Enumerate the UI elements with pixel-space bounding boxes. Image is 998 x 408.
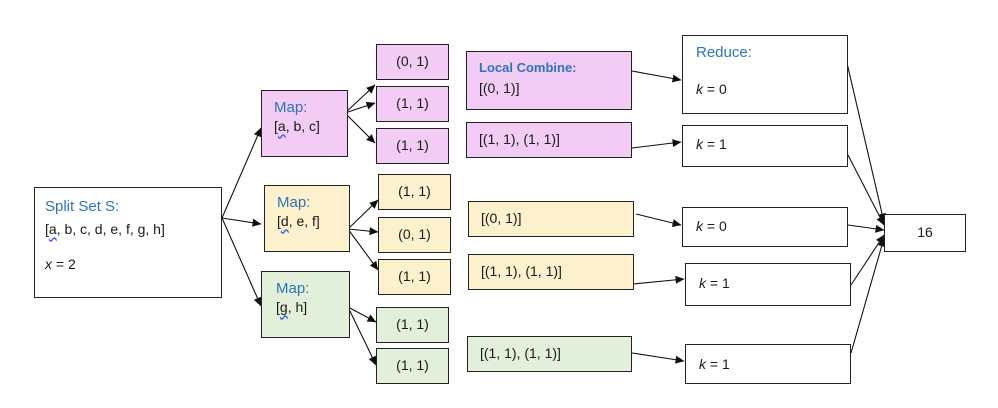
arrow-map3-to-pair8 xyxy=(347,306,377,366)
pair-box: (1, 1) xyxy=(376,348,449,384)
reduce-title: Reduce: xyxy=(696,44,752,61)
pair-box: (1, 1) xyxy=(376,128,449,164)
pair-box: (1, 1) xyxy=(378,259,451,295)
arrow-reduce2-to-result xyxy=(847,154,885,226)
reduce-key-2: k = 1 xyxy=(696,136,727,152)
combine-box-2: [(1, 1), (1, 1)] xyxy=(466,122,632,158)
map-values-1: [a, b, c] xyxy=(274,117,320,134)
map-first-2: d xyxy=(280,212,289,229)
arrow-map2-to-pair5 xyxy=(347,227,379,236)
pair-box: (1, 1) xyxy=(376,307,449,343)
split-first-item: a xyxy=(48,220,57,237)
combine-box-4: [(1, 1), (1, 1)] xyxy=(468,254,634,290)
x-variable: x xyxy=(45,256,52,273)
map-values-3: [g, h] xyxy=(276,298,308,315)
arrow-reduce4-to-result xyxy=(850,234,885,286)
arrow-map2-to-pair6 xyxy=(347,228,379,271)
pair-box: (0, 1) xyxy=(376,44,449,80)
split-open-bracket: [ xyxy=(45,220,49,237)
arrow-combine2-to-reduce2 xyxy=(631,139,682,149)
arrow-split-to-map2 xyxy=(221,217,262,227)
map-rest-2: , e, f] xyxy=(288,212,320,229)
map-title-2: Map: xyxy=(277,194,311,211)
arrow-combine3-to-reduce3 xyxy=(635,213,682,227)
reduce-key-1: k = 0 xyxy=(696,80,727,97)
pair-box: (1, 1) xyxy=(376,86,449,122)
reduce-box-3: k = 0 xyxy=(682,207,848,247)
arrow-combine4-to-reduce4 xyxy=(632,275,685,285)
combine-box-3: [(0, 1)] xyxy=(468,201,634,237)
map-box-3: Map: [g, h] xyxy=(261,271,350,338)
arrow-reduce5-to-result xyxy=(850,237,886,354)
split-x-value: x = 2 xyxy=(45,256,211,274)
arrow-map2-to-pair4 xyxy=(347,199,379,230)
map-rest-3: , h] xyxy=(287,298,308,315)
combine-box-1: Local Combine: [(0, 1)] xyxy=(466,51,632,110)
reduce-box-5: k = 1 xyxy=(685,344,851,384)
arrow-map1-to-pair1 xyxy=(344,84,376,114)
map-title-1: Map: xyxy=(274,99,308,116)
pair-box: (1, 1) xyxy=(378,174,451,210)
arrow-reduce3-to-result xyxy=(847,224,885,233)
map-first-3: g xyxy=(279,298,288,315)
result-box: 16 xyxy=(884,214,966,252)
reduce-box-1: Reduce: k = 0 xyxy=(682,35,848,114)
arrow-map1-to-pair2 xyxy=(344,101,376,114)
x-equals: = 2 xyxy=(52,256,76,273)
combine-list-1: [(0, 1)] xyxy=(479,80,520,97)
combine-box-5: [(1, 1), (1, 1)] xyxy=(467,336,632,372)
map-box-2: Map: [d, e, f] xyxy=(264,185,350,252)
combine-list-5: [(1, 1), (1, 1)] xyxy=(480,345,561,361)
reduce-box-2: k = 1 xyxy=(682,125,848,167)
split-title: Split Set S: xyxy=(45,198,120,215)
map-values-2: [d, e, f] xyxy=(277,212,320,229)
arrow-split-to-map1 xyxy=(221,127,262,219)
map-rest-1: , b, c] xyxy=(285,117,320,134)
split-set-box: Split Set S: [a, b, c, d, e, f, g, h] x … xyxy=(34,187,222,298)
combine-list-3: [(0, 1)] xyxy=(481,210,522,226)
reduce-key-3: k = 0 xyxy=(696,218,727,234)
combine-list-2: [(1, 1), (1, 1)] xyxy=(479,131,560,147)
pair-box: (0, 1) xyxy=(378,217,451,253)
combine-list-4: [(1, 1), (1, 1)] xyxy=(481,263,562,279)
arrow-reduce1-to-result xyxy=(846,62,886,223)
arrow-split-to-map3 xyxy=(221,217,262,307)
map-box-1: Map: [a, b, c] xyxy=(261,90,348,157)
reduce-key-5: k = 1 xyxy=(699,356,730,372)
combine-title: Local Combine: xyxy=(479,60,577,75)
map-title-3: Map: xyxy=(276,280,310,297)
split-rest-items: , b, c, d, e, f, g, h] xyxy=(56,220,165,237)
reduce-box-4: k = 1 xyxy=(685,263,851,306)
split-set-values: [a, b, c, d, e, f, g, h] xyxy=(45,221,211,239)
arrow-map1-to-pair3 xyxy=(344,112,376,144)
map-first-1: a xyxy=(277,117,286,134)
arrow-combine5-to-reduce5 xyxy=(631,352,685,364)
arrow-combine1-to-reduce1 xyxy=(631,70,682,83)
reduce-key-4: k = 1 xyxy=(699,275,730,291)
arrow-map3-to-pair7 xyxy=(347,306,377,323)
